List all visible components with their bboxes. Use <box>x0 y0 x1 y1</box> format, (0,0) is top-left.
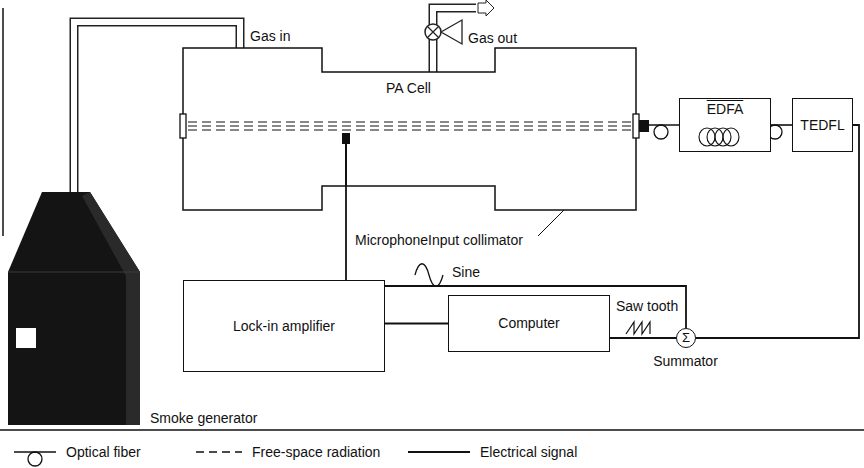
box-text-group: EDFA <box>680 101 770 117</box>
laser-beam <box>188 126 632 127</box>
box-label: Lock-in amplifier <box>233 318 335 334</box>
laser-beam <box>188 122 632 123</box>
box-text-group: Computer <box>498 315 559 331</box>
amplifier-box: EDFA <box>679 98 771 152</box>
box-text-group: Lock-in amplifier <box>233 318 335 334</box>
part-label: Microphone <box>355 232 428 248</box>
pa-cell: PA Cell <box>183 48 636 210</box>
generator-edge <box>8 271 140 272</box>
valve-symbol <box>425 24 441 40</box>
signal-label: Sine <box>452 264 480 280</box>
connector <box>696 125 859 338</box>
connector <box>771 125 792 126</box>
part-label: Gas in <box>250 28 290 44</box>
lock-in-box: Lock-in amplifier <box>183 280 385 372</box>
page-rule <box>2 8 4 236</box>
optical-fiber <box>771 124 792 126</box>
signal-wire <box>345 186 347 280</box>
microphone-stem <box>345 144 347 186</box>
sine-wave-symbol <box>415 264 443 287</box>
signal-wire <box>385 323 448 325</box>
fiber-loop <box>654 125 668 139</box>
connector <box>610 338 676 339</box>
collimator <box>639 120 649 132</box>
legend-label: Optical fiber <box>66 444 141 460</box>
laser-beam <box>188 130 632 131</box>
smoke-generator: Smoke generator <box>8 190 140 425</box>
box-label: EDFA <box>707 101 744 117</box>
generator-body <box>8 192 140 425</box>
outflow-arrow <box>478 0 494 16</box>
generator-label: Smoke generator <box>150 410 257 426</box>
signal-wire <box>696 125 859 338</box>
microphone-body <box>342 133 350 144</box>
cell-wall <box>183 48 636 210</box>
legend-label: Electrical signal <box>480 444 577 460</box>
sum-symbol: Σ <box>682 331 690 346</box>
window <box>633 114 639 138</box>
smoke-generator-drawing <box>8 190 140 425</box>
part-label: Input collimator <box>428 232 523 248</box>
legend-solid-sample <box>408 451 470 453</box>
legend-fiber-loop <box>28 452 42 466</box>
generator-side <box>82 192 140 425</box>
part-label: Gas out <box>468 30 517 46</box>
generator-window <box>16 328 36 348</box>
signal-label: Saw tooth <box>616 298 678 314</box>
legend-separator <box>0 429 864 430</box>
sawtooth-symbol <box>626 322 650 334</box>
computer-box: Computer <box>448 295 610 352</box>
connector <box>385 323 448 324</box>
legend-label: Free-space radiation <box>252 444 380 460</box>
valve-cross <box>428 27 439 38</box>
connector <box>346 186 347 280</box>
signal-wire <box>610 337 676 339</box>
box-label: Computer <box>498 315 559 331</box>
summator-circle: ΣSummator <box>676 328 696 348</box>
laser-box: TEDFL <box>792 98 853 152</box>
box-label: TEDFL <box>800 117 844 133</box>
summator-label: Summator <box>653 353 718 369</box>
box-text-group: TEDFL <box>800 117 844 133</box>
pump-funnel <box>441 20 462 44</box>
cell-outline <box>183 48 636 210</box>
fiber-coil <box>723 128 739 146</box>
cell-label: PA Cell <box>386 80 431 96</box>
window <box>180 114 186 138</box>
legend-dashed-sample <box>196 451 242 453</box>
